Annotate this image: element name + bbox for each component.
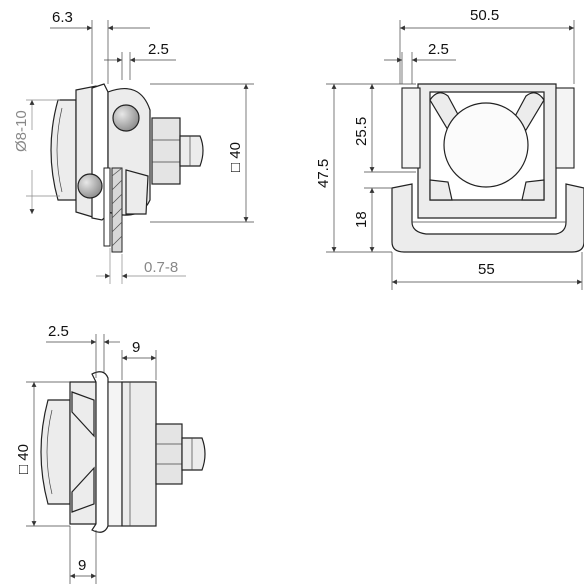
dim-front-lower-height: 18 xyxy=(353,211,370,228)
dim-side-clamp-range: 0.7-8 xyxy=(144,259,178,276)
bottom-view: 2.5 9 □ 40 9 xyxy=(15,323,206,584)
front-view: 50.5 2.5 25.5 47.5 18 55 xyxy=(315,7,584,290)
dim-bottom-gap: 2.5 xyxy=(48,323,69,340)
conductor-upper-icon xyxy=(112,104,140,132)
dim-front-upper-height: 25.5 xyxy=(353,117,370,146)
dim-front-width-top: 50.5 xyxy=(470,7,499,24)
dim-bottom-height: □ 40 xyxy=(15,444,32,474)
side-view: 6.3 2.5 □ 40 Ø8-10 0.7-8 xyxy=(13,9,254,284)
dim-side-plate-gap: 2.5 xyxy=(148,41,169,58)
dim-side-top-width: 6.3 xyxy=(52,9,73,26)
conductor-lower-icon xyxy=(77,173,103,199)
dim-bottom-width: 9 xyxy=(132,339,140,356)
dim-front-width-bottom: 55 xyxy=(478,261,495,278)
dim-bottom-base-width: 9 xyxy=(78,557,86,574)
dim-side-conductor-diameter: Ø8-10 xyxy=(13,110,30,152)
dim-side-height: □ 40 xyxy=(227,142,244,172)
front-conductor-icon xyxy=(443,102,529,188)
dim-front-gap: 2.5 xyxy=(428,41,449,58)
dim-front-total-height: 47.5 xyxy=(315,159,332,188)
